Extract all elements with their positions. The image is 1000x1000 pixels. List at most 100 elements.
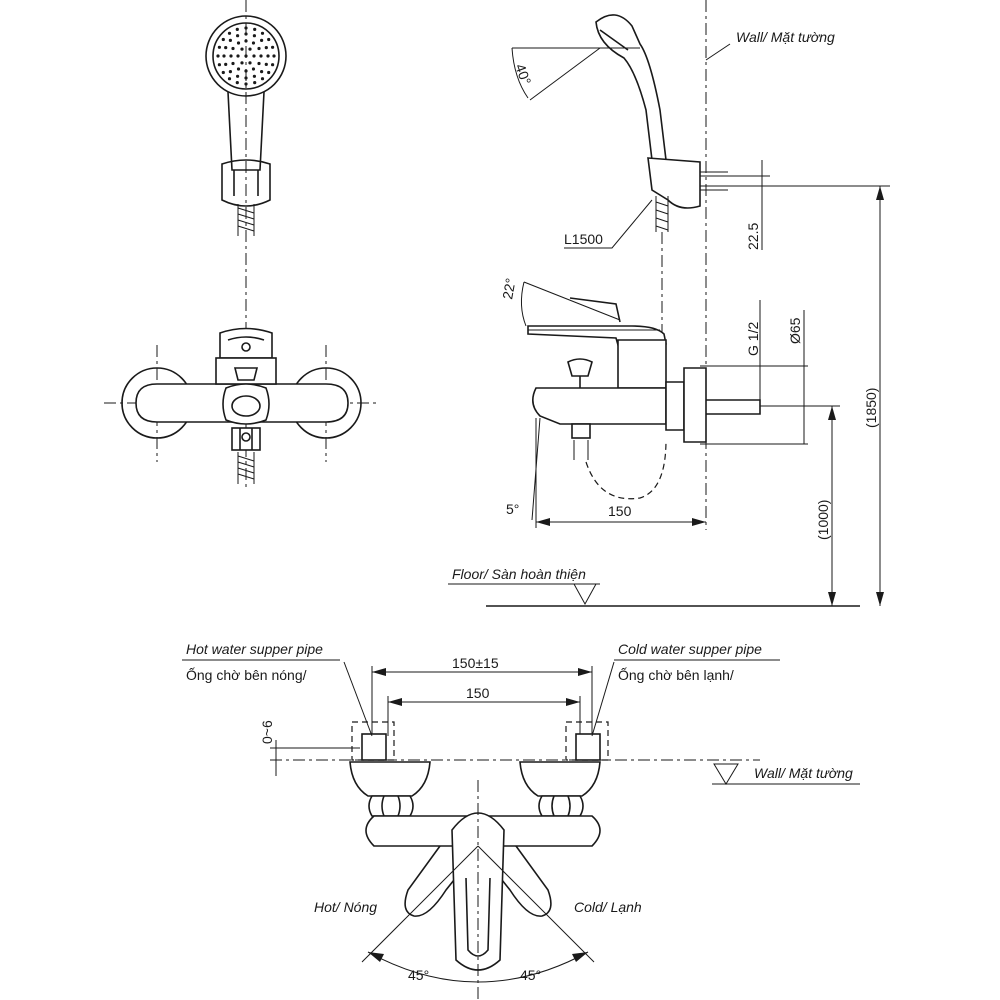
lever-center-position — [451, 812, 505, 971]
nozzle-dot — [240, 61, 244, 65]
hand-shower-front-view — [205, 0, 287, 330]
wall-flange — [683, 367, 707, 443]
wall-bottom-symbol — [713, 763, 739, 785]
holder-screws — [700, 171, 728, 191]
cold-pipe-leader — [591, 661, 615, 737]
lever-hot-position — [404, 845, 471, 917]
nozzle-dot — [267, 37, 271, 42]
spout-body-side — [532, 387, 667, 425]
hot-label: Hot/ Nóng — [314, 899, 377, 915]
floor-label: Floor/ Sàn hoàn thiện — [452, 566, 586, 582]
lever-cap-line — [227, 336, 265, 341]
nozzle-dot — [248, 61, 252, 65]
nut-flats — [239, 428, 253, 450]
dim-1000-arrow-top — [828, 406, 836, 420]
nozzle-dot — [264, 62, 268, 66]
dim-150-15-label: 150±15 — [452, 655, 499, 671]
nozzle-dot — [228, 38, 232, 43]
nozzle-dot — [244, 39, 248, 43]
angle-5-label: 5° — [506, 501, 519, 517]
nozzle-dot — [251, 67, 256, 71]
nozzle-dot — [231, 61, 235, 66]
nozzle-dot — [271, 45, 275, 49]
nozzle-dot — [264, 46, 268, 50]
cold-pipe — [575, 733, 601, 761]
nozzle-dot — [257, 61, 261, 66]
nozzle-dot — [266, 54, 270, 58]
hose-length-label: L1500 — [564, 231, 603, 247]
hose-upper-ribs — [237, 207, 255, 232]
nozzle-dot — [272, 54, 276, 58]
nozzle-dot — [257, 46, 261, 51]
angle-45-right-label: 45° — [520, 967, 541, 983]
nozzle-dot — [260, 77, 265, 81]
angle-45-arc — [367, 951, 589, 983]
nozzle-dot — [236, 74, 240, 78]
angle-22-ray — [523, 281, 621, 321]
nozzle-dot — [221, 70, 225, 75]
dim-150-arrow-right — [566, 698, 580, 706]
nozzle-dot — [253, 27, 257, 31]
nozzle-dot — [271, 63, 275, 67]
dim-0-6-label: 0~6 — [259, 720, 275, 744]
nozzle-dot — [244, 69, 248, 73]
nozzle-dot — [259, 54, 263, 58]
hot-pipe — [361, 733, 387, 761]
dim-150-side-arrow-left — [536, 518, 550, 526]
dim-150-label: 150 — [466, 685, 490, 701]
nozzle-dot — [236, 67, 241, 71]
cold-nut-top — [538, 795, 584, 817]
angle-40-label: 40° — [512, 62, 534, 87]
spout-outlet-ring — [222, 383, 270, 425]
height-1000-label: (1000) — [815, 500, 831, 540]
shower-handle — [227, 91, 265, 171]
nozzle-dot — [244, 32, 248, 36]
hot-nut-top — [368, 795, 414, 817]
lever-center-inner — [465, 877, 491, 957]
cold-pipe-label-vi: Ống chờ bên lạnh/ — [618, 666, 734, 683]
angle-22-label: 22° — [499, 277, 518, 301]
nozzle-dot — [224, 62, 228, 66]
shower-holder — [221, 159, 271, 207]
nozzle-dot — [229, 54, 233, 58]
hot-pipe-label-en: Hot water supper pipe — [186, 641, 323, 657]
height-1850-label: (1850) — [863, 388, 879, 428]
inlet-pipe — [706, 399, 761, 415]
wall-label-top: Wall/ Mặt tường — [736, 29, 835, 45]
hot-escutcheon-top — [349, 761, 431, 797]
nozzle-dot — [228, 70, 232, 74]
nozzle-dot — [217, 63, 221, 67]
angle-40-ray — [529, 47, 601, 101]
wall-label-bottom: Wall/ Mặt tường — [754, 765, 853, 781]
nozzle-dot — [224, 46, 228, 50]
angle-45-left-label: 45° — [408, 967, 429, 983]
angle-45-left-ray — [361, 845, 479, 963]
hose-loop-hidden — [585, 439, 667, 500]
nozzle-dot — [240, 47, 244, 51]
angle-45-arrow-left — [368, 952, 384, 962]
nozzle-dot — [248, 47, 252, 51]
nozzle-dot — [235, 27, 239, 31]
hose-nut-side — [571, 423, 591, 439]
hand-shower-side — [595, 14, 667, 161]
cold-escutcheon-top — [519, 761, 601, 797]
lever-cold-position — [485, 845, 552, 917]
spout-150-label: 150 — [608, 503, 632, 519]
angle-45-right-ray — [477, 845, 595, 963]
shower-nozzles — [216, 26, 276, 86]
nozzle-dot — [231, 46, 235, 51]
angle-40-arc — [511, 47, 529, 99]
nozzle-dot — [216, 54, 220, 58]
nozzle-dot — [244, 54, 248, 58]
diameter-label: Ø65 — [787, 317, 803, 344]
dim-1850-arrow-bottom — [876, 592, 884, 606]
angle-45-arrow-right — [572, 952, 588, 962]
hot-nut-facets — [381, 795, 401, 817]
dim-150-15-arrow-right — [578, 668, 592, 676]
nozzle-dot — [221, 37, 225, 42]
hose-lower-ribs — [237, 455, 255, 480]
nozzle-dot — [222, 54, 226, 58]
nozzle-dot — [236, 34, 240, 38]
